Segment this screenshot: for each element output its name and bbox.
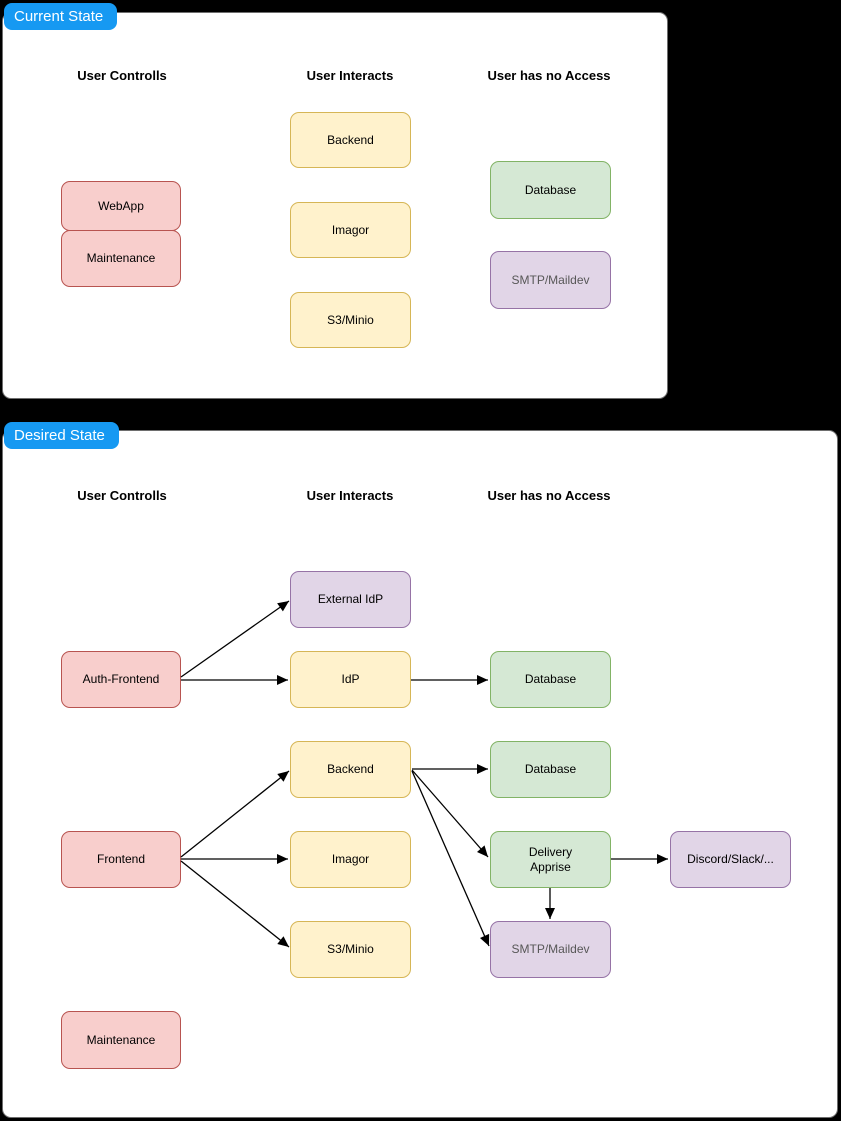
node-smtp-maildev-current: SMTP/Maildev <box>490 251 611 309</box>
desired-header-user-interacts: User Interacts <box>306 488 394 503</box>
node-database-idp: Database <box>490 651 611 708</box>
node-idp: IdP <box>290 651 411 708</box>
node-s3minio-desired: S3/Minio <box>290 921 411 978</box>
node-webapp: WebApp <box>61 181 181 231</box>
desired-header-user-controls: User Controlls <box>77 488 167 503</box>
node-backend-desired: Backend <box>290 741 411 798</box>
current-header-user-interacts: User Interacts <box>306 68 394 83</box>
desired-state-label: Desired State <box>4 422 119 449</box>
node-backend-current: Backend <box>290 112 411 168</box>
node-maintenance-desired: Maintenance <box>61 1011 181 1069</box>
current-state-label: Current State <box>4 3 118 30</box>
node-imagor-current: Imagor <box>290 202 411 258</box>
node-discord-slack: Discord/Slack/... <box>670 831 791 888</box>
current-header-user-controls: User Controlls <box>77 68 167 83</box>
node-imagor-desired: Imagor <box>290 831 411 888</box>
desired-header-user-no-access: User has no Access <box>487 488 611 503</box>
node-auth-frontend: Auth-Frontend <box>61 651 181 708</box>
node-database-current: Database <box>490 161 611 219</box>
node-external-idp: External IdP <box>290 571 411 628</box>
node-s3minio-current: S3/Minio <box>290 292 411 348</box>
node-maintenance-current: Maintenance <box>61 230 181 287</box>
node-delivery-apprise: Delivery Apprise <box>490 831 611 888</box>
current-header-user-no-access: User has no Access <box>487 68 611 83</box>
node-smtp-maildev-desired: SMTP/Maildev <box>490 921 611 978</box>
node-frontend: Frontend <box>61 831 181 888</box>
node-database-backend: Database <box>490 741 611 798</box>
